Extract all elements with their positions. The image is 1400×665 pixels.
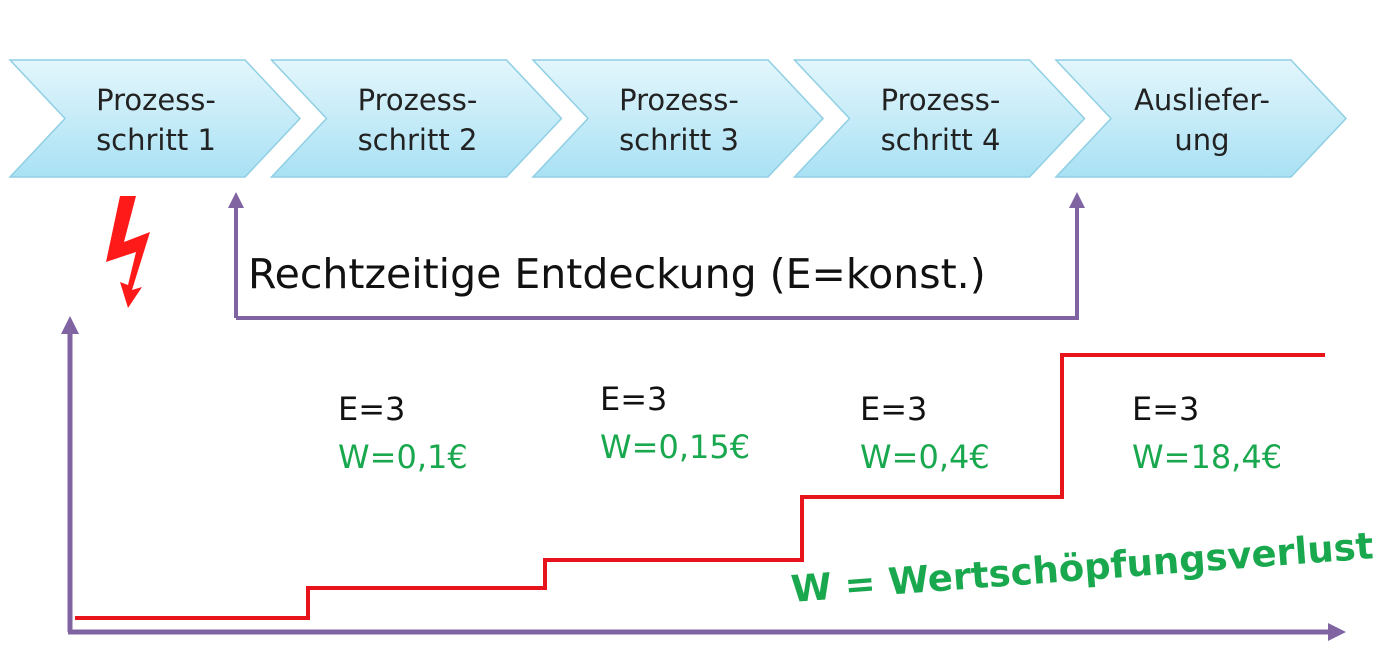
chevron-shape (269, 59, 563, 178)
chevron-shape (792, 59, 1086, 178)
chevron-shape (531, 59, 825, 178)
process-step-chevron: Prozess-schritt 2 (269, 59, 563, 178)
stage-w-label: W=0,15€ (600, 428, 750, 466)
stage-2: E=3 W=0,15€ (600, 380, 750, 466)
stage-w-label: W=0,4€ (860, 438, 990, 476)
process-step-chevron: Prozess-schritt 1 (8, 59, 302, 178)
chevron-shape (1054, 59, 1348, 178)
stage-w-label: W=0,1€ (338, 438, 468, 476)
lightning-icon (106, 196, 150, 308)
stage-w-label: W=18,4€ (1132, 438, 1282, 476)
step-label-line2: schritt 3 (619, 123, 739, 157)
step-label-line1: Prozess- (96, 83, 216, 117)
step-label-line2: schritt 4 (881, 123, 1001, 157)
step-label-line2: schritt 1 (96, 123, 216, 157)
stage-3: E=3 W=0,4€ (860, 390, 990, 476)
process-step-chevron: Auslief­er-ung (1054, 59, 1348, 178)
detection-bracket-arrow (234, 200, 1079, 320)
step-label-line1: Prozess- (358, 83, 478, 117)
process-step-chevron: Prozess-schritt 3 (531, 59, 825, 178)
stage-e-label: E=3 (1132, 390, 1199, 428)
value-loss-step-line (75, 353, 1325, 620)
step-label-line2: ung (1174, 123, 1229, 157)
step-label-line1: Prozess- (881, 83, 1001, 117)
step-label-line2: schritt 2 (358, 123, 478, 157)
stage-e-label: E=3 (338, 390, 405, 428)
chevron-shape (8, 59, 302, 178)
stage-e-label: E=3 (600, 380, 667, 418)
stage-e-label: E=3 (860, 390, 927, 428)
detection-label: Rechtzeitige Entdeckung (E=konst.) (248, 250, 986, 298)
stage-1: E=3 W=0,1€ (338, 390, 468, 476)
step-label-line1: Auslief­er- (1134, 83, 1270, 117)
value-loss-legend: W = Wertschöpfungsverlust (789, 524, 1374, 611)
step-label-line1: Prozess- (619, 83, 739, 117)
stage-4: E=3 W=18,4€ (1132, 390, 1282, 476)
process-step-chevron: Prozess-schritt 4 (792, 59, 1086, 178)
